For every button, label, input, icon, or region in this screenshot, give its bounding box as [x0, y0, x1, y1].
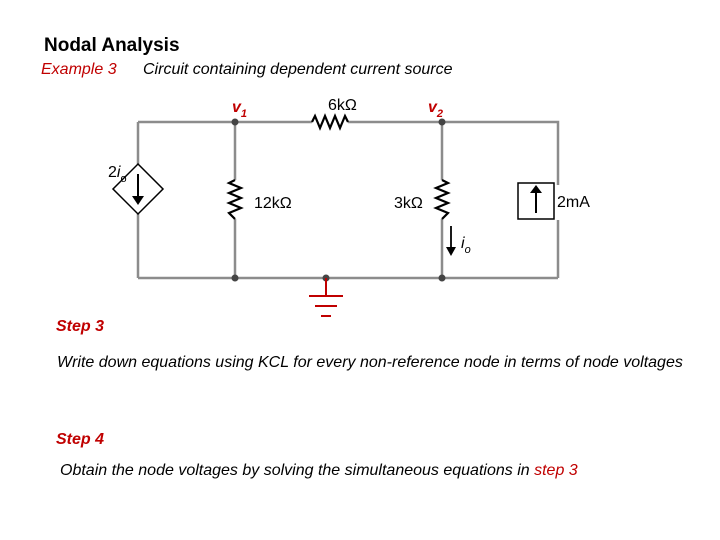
- step4-text-prefix: Obtain the node voltages by solving the …: [60, 462, 535, 479]
- label-12k: 12kΩ: [254, 195, 292, 212]
- label-6k: 6kΩ: [328, 97, 357, 114]
- top-wire-right: [348, 120, 560, 185]
- circuit-wires: [136, 120, 560, 280]
- ground-symbol: [309, 278, 343, 317]
- resistor-3k: [433, 179, 451, 220]
- arrow-up-icon: [530, 185, 542, 193]
- arrow-down-icon: [132, 196, 144, 205]
- slide-title: Nodal Analysis: [44, 35, 180, 56]
- step3-text: Write down equations using KCL for every…: [57, 354, 683, 371]
- label-2io: 2io: [108, 164, 127, 185]
- example-label: Example 3: [41, 61, 117, 78]
- node-dot-v2: [438, 118, 446, 126]
- node-label-v2: v2: [428, 99, 443, 120]
- dependent-current-source: [111, 162, 165, 216]
- node-dots: [231, 118, 446, 282]
- arrow-down-icon: [446, 247, 456, 256]
- node-label-v1: v1: [232, 99, 247, 120]
- step3-label: Step 3: [56, 318, 105, 335]
- current-source-2ma: [517, 182, 555, 220]
- node-dot-bottom-left: [231, 274, 239, 282]
- label-2ma: 2mA: [557, 194, 590, 211]
- resistor-12k: [226, 179, 244, 220]
- step4-text: Obtain the node voltages by solving the …: [60, 462, 578, 480]
- example-description: Circuit containing dependent current sou…: [143, 61, 453, 78]
- node-dot-bottom-right: [438, 274, 446, 282]
- resistor-6k: [311, 113, 349, 131]
- io-current-arrow: [446, 226, 456, 256]
- step4-label: Step 4: [56, 431, 105, 448]
- node-dot-v1: [231, 118, 239, 126]
- step4-text-ref: step 3: [534, 462, 578, 479]
- label-io: io: [461, 235, 471, 256]
- label-3k: 3kΩ: [394, 195, 423, 212]
